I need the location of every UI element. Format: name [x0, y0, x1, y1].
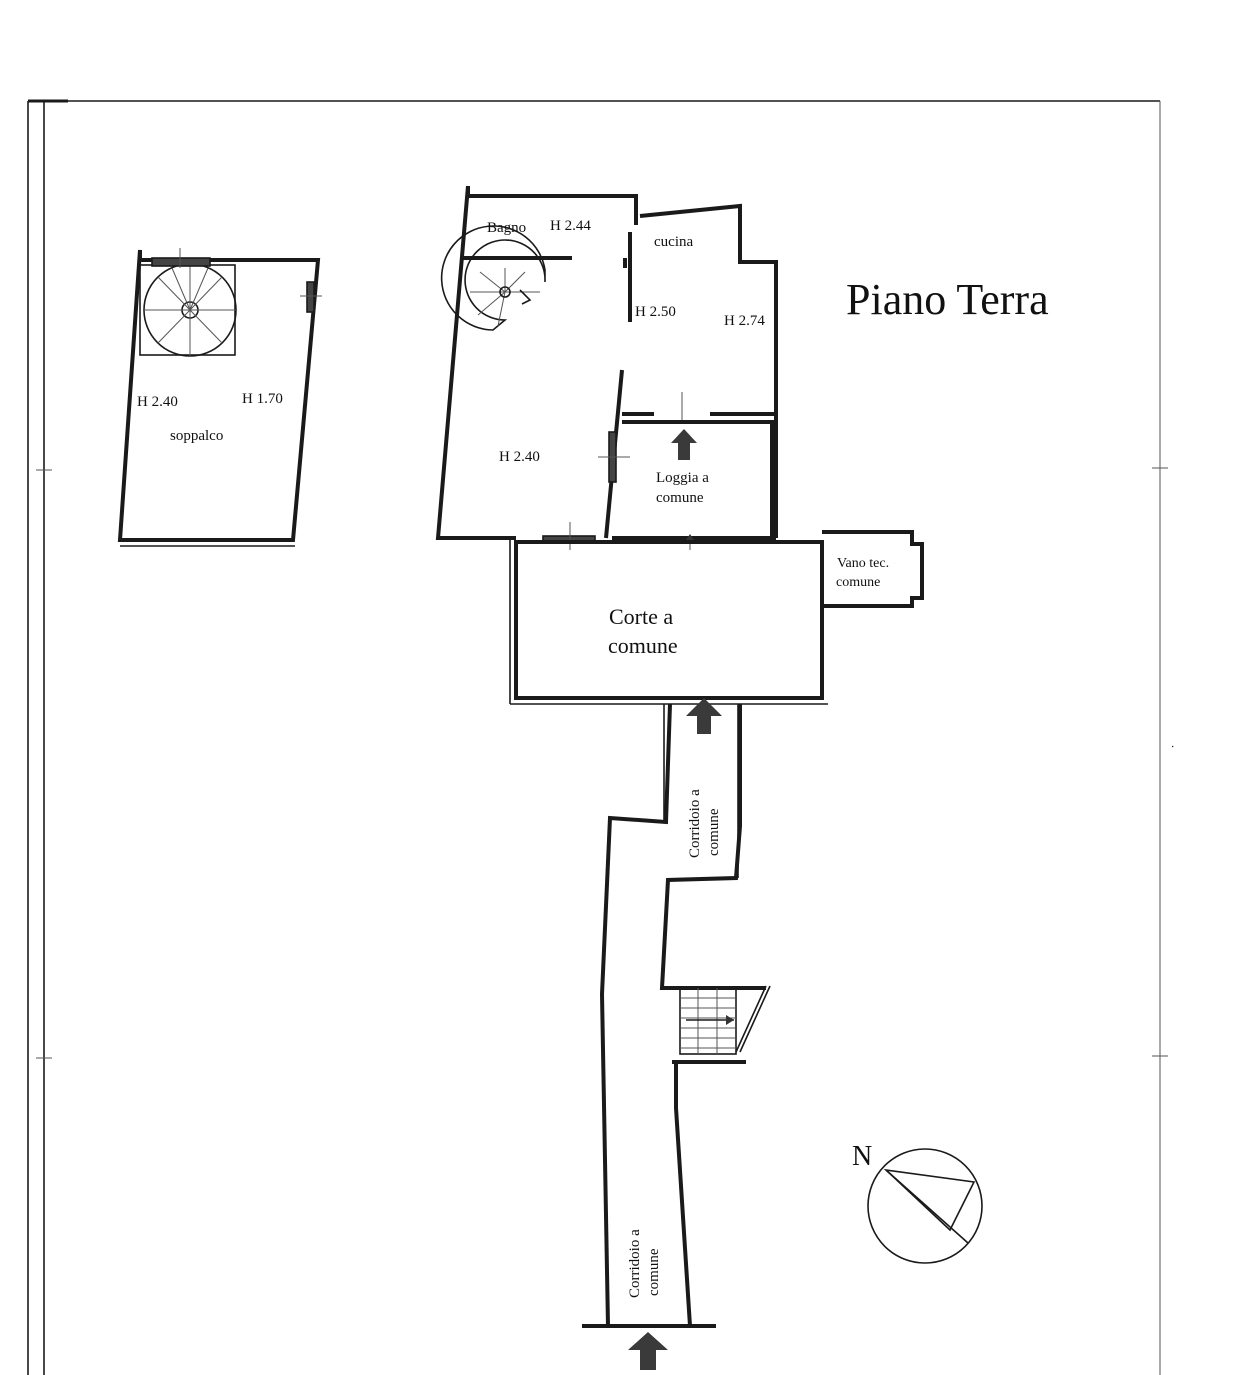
soppalco-window	[306, 281, 315, 313]
lower-corridor-label-line2: comune	[646, 1248, 662, 1296]
bagno-label: Bagno	[487, 220, 526, 236]
cucina-height-right: H 2.74	[724, 313, 765, 329]
soppalco-height-left: H 2.40	[137, 394, 178, 410]
entry-arrow-icon	[686, 698, 722, 734]
upper-corridor-label-line2: comune	[706, 808, 722, 856]
upper-corridor-plan: Corridoio a comune	[599, 698, 766, 1327]
spiral-stair-icon	[143, 263, 237, 357]
svg-text:.: .	[1169, 745, 1183, 748]
soppalco-label: soppalco	[170, 428, 223, 444]
corte-walls	[514, 540, 824, 700]
upper-corridor-label-line1: Corridoio a	[687, 789, 703, 858]
vano-tecnico-walls	[822, 530, 924, 608]
lower-corridor-label-line1: Corridoio a	[627, 1229, 643, 1298]
bagno-height: H 2.44	[550, 218, 591, 234]
corte-label-line2: comune	[608, 633, 678, 658]
loggia-walls	[622, 420, 774, 538]
loggia-label-line2: comune	[656, 490, 704, 506]
upper-corridor-walls	[599, 703, 672, 1327]
soppalco-walls	[117, 249, 321, 542]
corte-label-line1: Corte a	[609, 604, 673, 629]
cucina-height-left: H 2.50	[635, 304, 676, 320]
north-compass: N	[852, 1141, 983, 1264]
vano-tecnico-label-line2: comune	[836, 575, 880, 590]
vano-tecnico-label-line1: Vano tec.	[837, 556, 889, 571]
living-height: H 2.40	[499, 449, 540, 465]
spiral-stair-icon	[440, 225, 546, 331]
soppalco-plan: H 2.40 H 1.70 soppalco	[117, 248, 322, 547]
soppalco-height-right: H 1.70	[242, 391, 283, 407]
loggia-label-line1: Loggia a	[656, 470, 709, 486]
entry-arrow-icon	[628, 1332, 668, 1370]
courtyard-plan: Corte a comune Vano tec. comune	[509, 530, 924, 705]
apartment-plan: Bagno H 2.44 cucina H 2.50 H 2.74 H 2.40…	[435, 185, 778, 550]
lower-corridor-plan: Corridoio a comune	[582, 1229, 716, 1370]
apartment-outer-walls	[435, 185, 516, 540]
plan-title: Piano Terra	[846, 275, 1049, 324]
staircase	[672, 985, 771, 1327]
cucina-label: cucina	[654, 234, 693, 250]
entry-arrow-icon	[671, 429, 697, 460]
compass-north-label: N	[852, 1141, 872, 1172]
sheet-border: .	[27, 99, 1183, 1375]
